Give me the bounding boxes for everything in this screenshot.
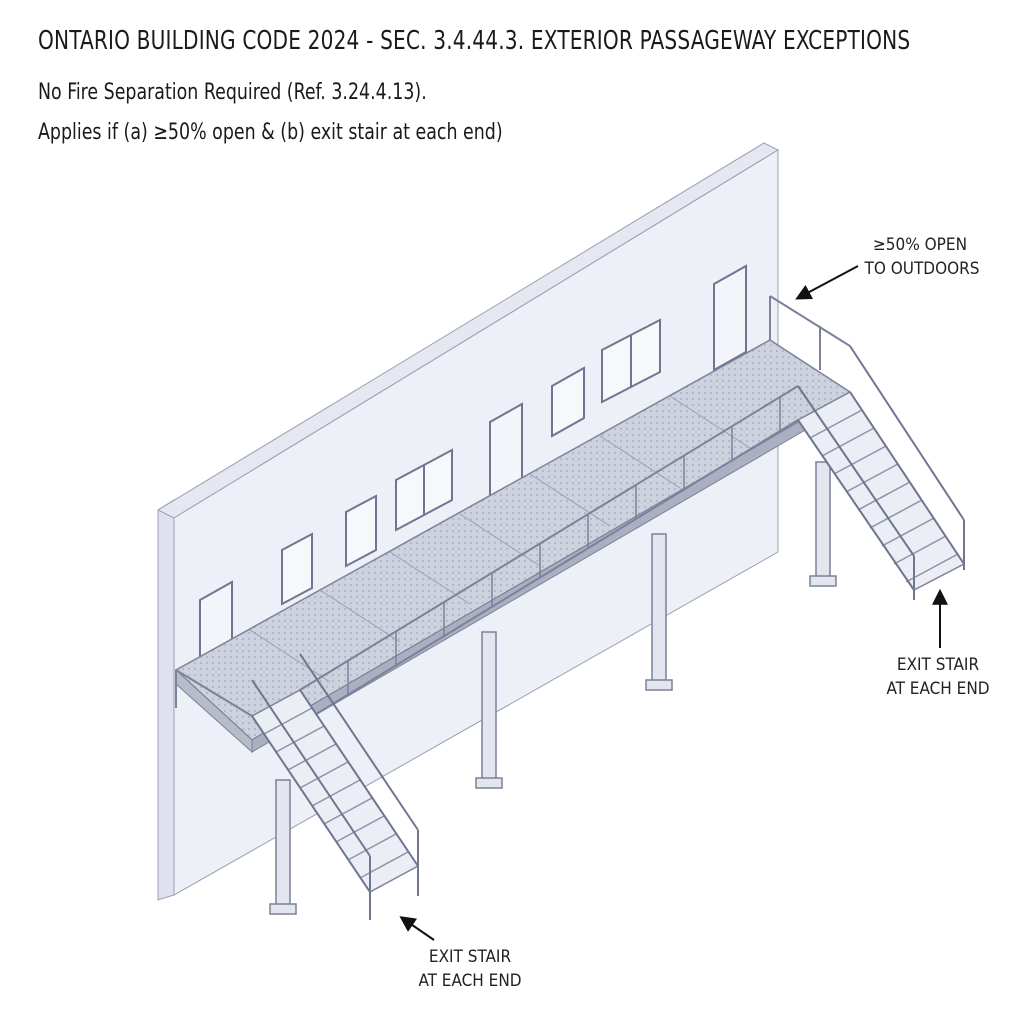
right-stair-callout-line-2: AT EACH END (886, 679, 989, 699)
page-title: ONTARIO BUILDING CODE 2024 - SEC. 3.4.44… (38, 26, 911, 56)
left-stair-callout-line-1: EXIT STAIR (429, 947, 512, 967)
window (281, 532, 313, 606)
left-stair-callout-line-2: AT EACH END (418, 971, 521, 991)
open-callout-line-2: TO OUTDOORS (864, 259, 980, 279)
windows (281, 318, 661, 606)
window (345, 494, 377, 568)
open-callout-arrow (795, 265, 859, 300)
window (551, 366, 585, 438)
right-stair-callout-line-1: EXIT STAIR (897, 655, 980, 675)
left-stair-callout-arrow (399, 916, 435, 941)
open-callout-line-1: ≥50% OPEN (873, 235, 967, 255)
left-exit-stair (250, 653, 420, 920)
right-exit-stair (796, 345, 966, 600)
support-columns (269, 461, 837, 915)
guardrail (175, 295, 851, 725)
subtitle-line-2: Applies if (a) ≥50% open & (b) exit stai… (38, 120, 503, 145)
subtitle-line-1: No Fire Separation Required (Ref. 3.24.4… (38, 80, 427, 105)
door (713, 264, 747, 372)
